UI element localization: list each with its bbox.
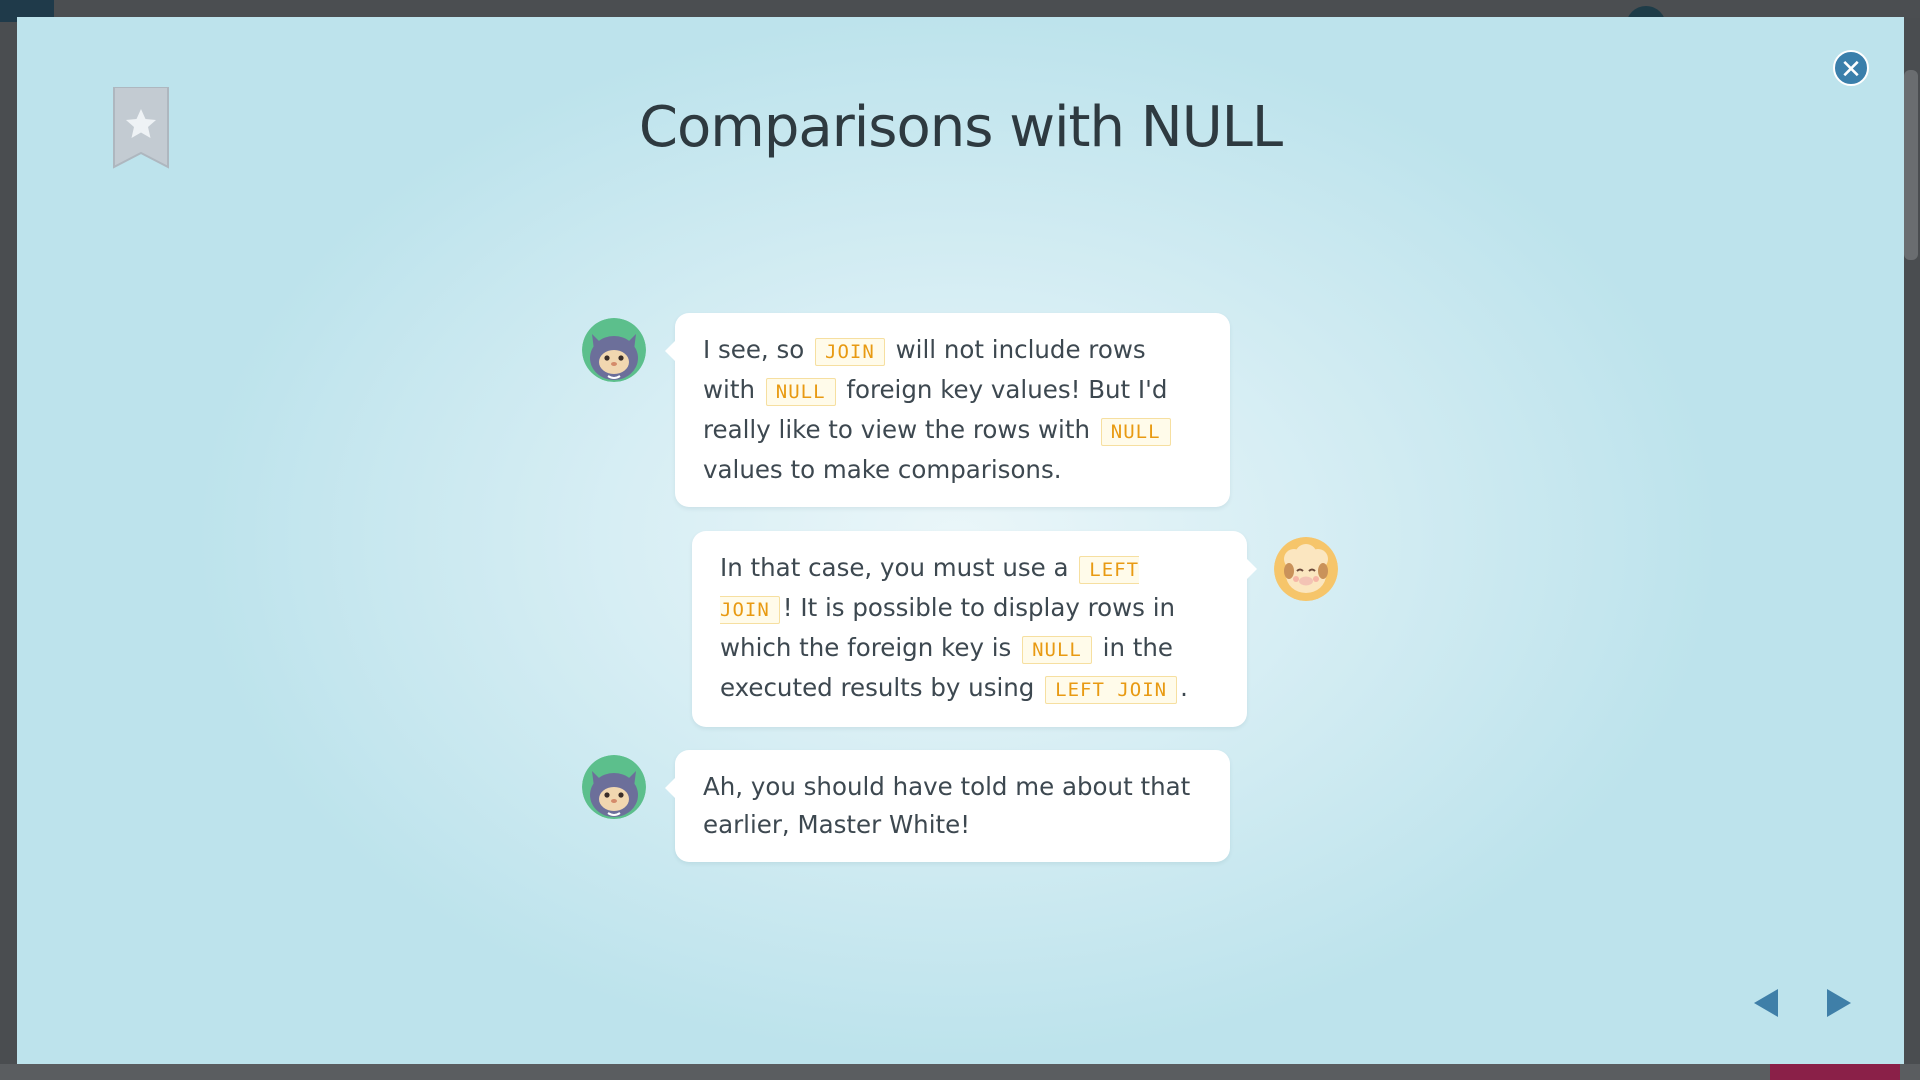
next-arrow-icon [1827,989,1851,1017]
cat-avatar [582,755,646,819]
code-keyword: NULL [765,378,836,406]
close-icon: ✕ [1840,55,1862,85]
code-keyword: JOIN [815,338,885,366]
code-keyword: NULL [1022,636,1092,664]
message-text: values to make comparisons. [703,455,1062,484]
cat-avatar-icon [582,318,646,382]
chat-message-1: I see, so JOIN will not include rows wit… [665,313,1230,507]
chat-message-3: Ah, you should have told me about that e… [665,750,1230,862]
code-keyword: LEFT JOIN [1045,676,1178,704]
code-keyword: NULL [1100,418,1171,446]
background-logo [0,0,54,22]
background-topbar [0,0,1920,18]
cat-avatar [582,318,646,382]
prev-button[interactable] [1748,983,1788,1023]
message-text: in the executed results by using [720,633,1173,702]
message-text: ! It is possible to display rows in whic… [720,593,1176,662]
cat-avatar-icon [582,755,646,819]
bookmark-star-icon [113,86,169,169]
page-title: Comparisons with NULL [638,95,1283,160]
next-button[interactable] [1817,983,1857,1023]
bookmark-button[interactable] [112,86,170,169]
message-text: will not include rows with [703,335,1146,404]
message-text: . [1180,673,1188,702]
message-text: foreign key values! But I'd really like … [703,375,1168,444]
message-text: I see, so [703,335,813,364]
background-scrollbar [1904,70,1918,260]
prev-arrow-icon [1754,989,1778,1017]
chat-message-2: In that case, you must use a LEFT JOIN ! … [692,531,1257,727]
lesson-modal: ✕ Comparisons with NULL I see, so JOIN w… [17,17,1904,1064]
background-bottom-bar [0,1064,1920,1080]
message-text: In that case, you must use a [720,553,1077,582]
sheep-avatar [1274,537,1338,601]
sheep-avatar-icon [1274,537,1338,601]
message-text: Ah, you should have told me about that e… [703,772,1191,839]
close-button[interactable]: ✕ [1833,50,1869,86]
